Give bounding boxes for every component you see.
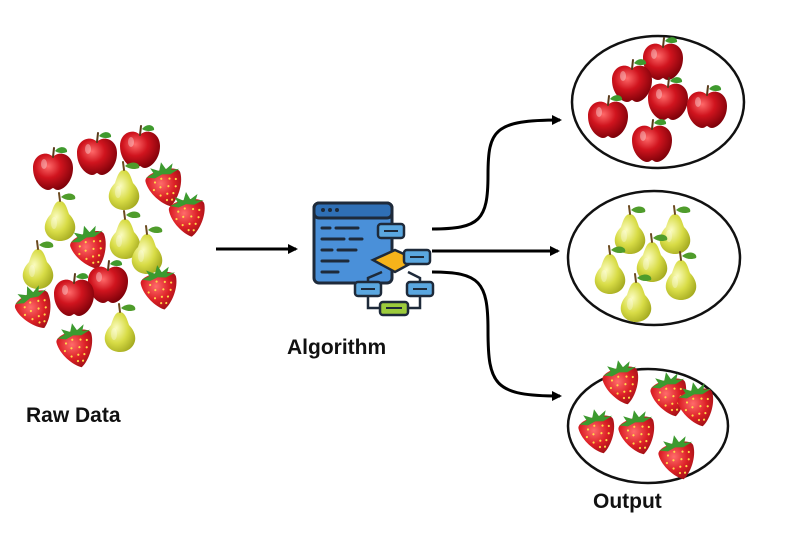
algorithm-label: Algorithm (287, 336, 387, 359)
pear-icon (107, 161, 141, 211)
output-group-strawberries (566, 356, 730, 485)
raw-data-fruit-pile (8, 124, 210, 372)
output-arrow-top (431, 115, 562, 231)
pear-icon (103, 303, 137, 353)
apple-icon (53, 272, 95, 317)
output-group-apples (570, 34, 746, 170)
apple-icon (32, 146, 74, 191)
algorithm-flowchart-icon (312, 201, 435, 317)
apple-icon (76, 131, 118, 176)
pear-icon (21, 240, 55, 290)
output-label: Output (593, 490, 662, 513)
output-group-pears (566, 189, 742, 327)
raw-data-label: Raw Data (26, 404, 121, 427)
strawberry-icon (52, 319, 100, 372)
output-arrow-bottom (431, 270, 562, 401)
apple-icon (119, 124, 161, 169)
pear-icon (43, 192, 77, 242)
